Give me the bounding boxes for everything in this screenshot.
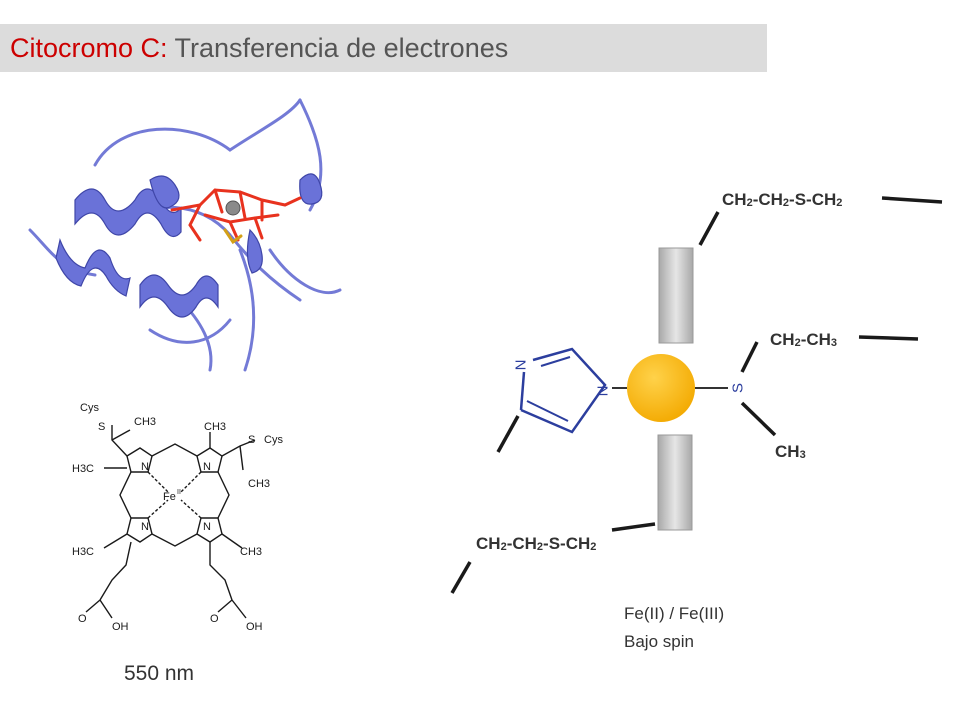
oh-label-right: OH [246, 621, 263, 633]
oh-label-left: OH [112, 621, 129, 633]
slide-title: Citocromo C: Transferencia de electrones [10, 28, 508, 68]
coordination-scheme: S N N [450, 196, 943, 594]
bottom-chain-label: CH2-CH2-S-CH2 [476, 534, 597, 553]
ch3-label-c: CH3 [248, 478, 270, 490]
o-label-left: O [78, 613, 87, 625]
methyl-label: CH3 [775, 442, 806, 461]
fe-label: Fe [163, 491, 176, 503]
h3c-label-bottom: H3C [72, 546, 94, 558]
title-accent: Citocromo C: [10, 33, 168, 63]
ch3-label-b: CH3 [204, 421, 226, 433]
iron-center-sphere [627, 354, 695, 422]
cys-label-right: Cys [264, 434, 283, 446]
o-label-right: O [210, 613, 219, 625]
ch3-label-bottom: CH3 [240, 546, 262, 558]
sulfur-atom: S [730, 383, 747, 393]
heme-labels: Cys S CH3 CH3 S Cys CH3 H3C H3C CH3 O OH… [72, 402, 283, 633]
ch3-label-a: CH3 [134, 416, 156, 428]
lower-plane-plate [657, 434, 693, 531]
heme-structure [85, 425, 256, 619]
s-label-top: S [98, 421, 105, 433]
cys-label-top: Cys [80, 402, 99, 414]
h3c-label-left: H3C [72, 463, 94, 475]
n-label-4: N [203, 521, 211, 533]
upper-plane-plate [658, 247, 694, 344]
protein-ribbon-structure [28, 98, 342, 372]
wavelength-label: 550 nm [124, 662, 195, 685]
imidazole-ring [519, 347, 607, 434]
n-label-1: N [141, 461, 149, 473]
oxidation-state-label: Fe(II) / Fe(III) [624, 604, 725, 623]
top-chain-label: CH2-CH2-S-CH2 [722, 190, 843, 209]
heme-in-protein [170, 188, 302, 242]
imidazole-n-lower: N [595, 386, 612, 397]
spin-state-label: Bajo spin [624, 632, 694, 651]
n-label-2: N [203, 461, 211, 473]
imidazole-n-upper: N [513, 360, 530, 371]
title-rest: Transferencia de electrones [174, 33, 509, 63]
n-label-3: N [141, 521, 149, 533]
title-bar: Citocromo C: Transferencia de electrones [0, 24, 767, 72]
ethyl-label: CH2-CH3 [770, 330, 838, 349]
s-label-right: S [248, 434, 255, 446]
fe-oxidation-label: II [177, 489, 181, 496]
